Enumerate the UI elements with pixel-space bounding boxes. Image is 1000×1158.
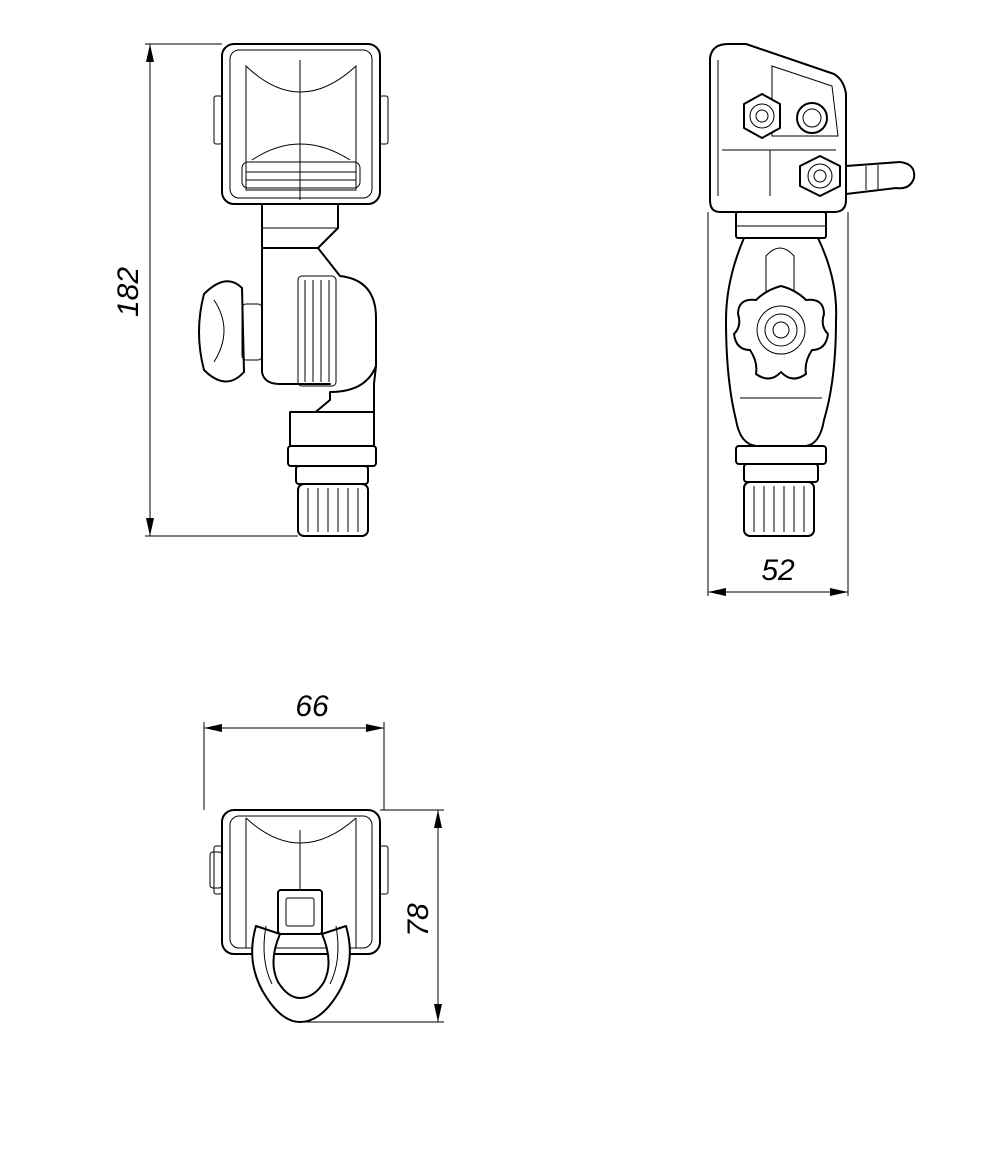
top-view (209, 809, 389, 1023)
side-view (709, 43, 916, 537)
dimension-height-top: 78 (300, 809, 444, 1023)
dimension-label-52: 52 (761, 554, 795, 587)
front-view (198, 43, 389, 537)
dimension-label-66: 66 (295, 690, 329, 723)
dimension-width-top: 66 (203, 690, 385, 810)
dimension-label-78: 78 (402, 903, 435, 937)
dimension-width-side: 52 (707, 212, 849, 596)
dimension-height-front: 182 (112, 43, 298, 537)
dimension-label-182: 182 (112, 267, 145, 317)
